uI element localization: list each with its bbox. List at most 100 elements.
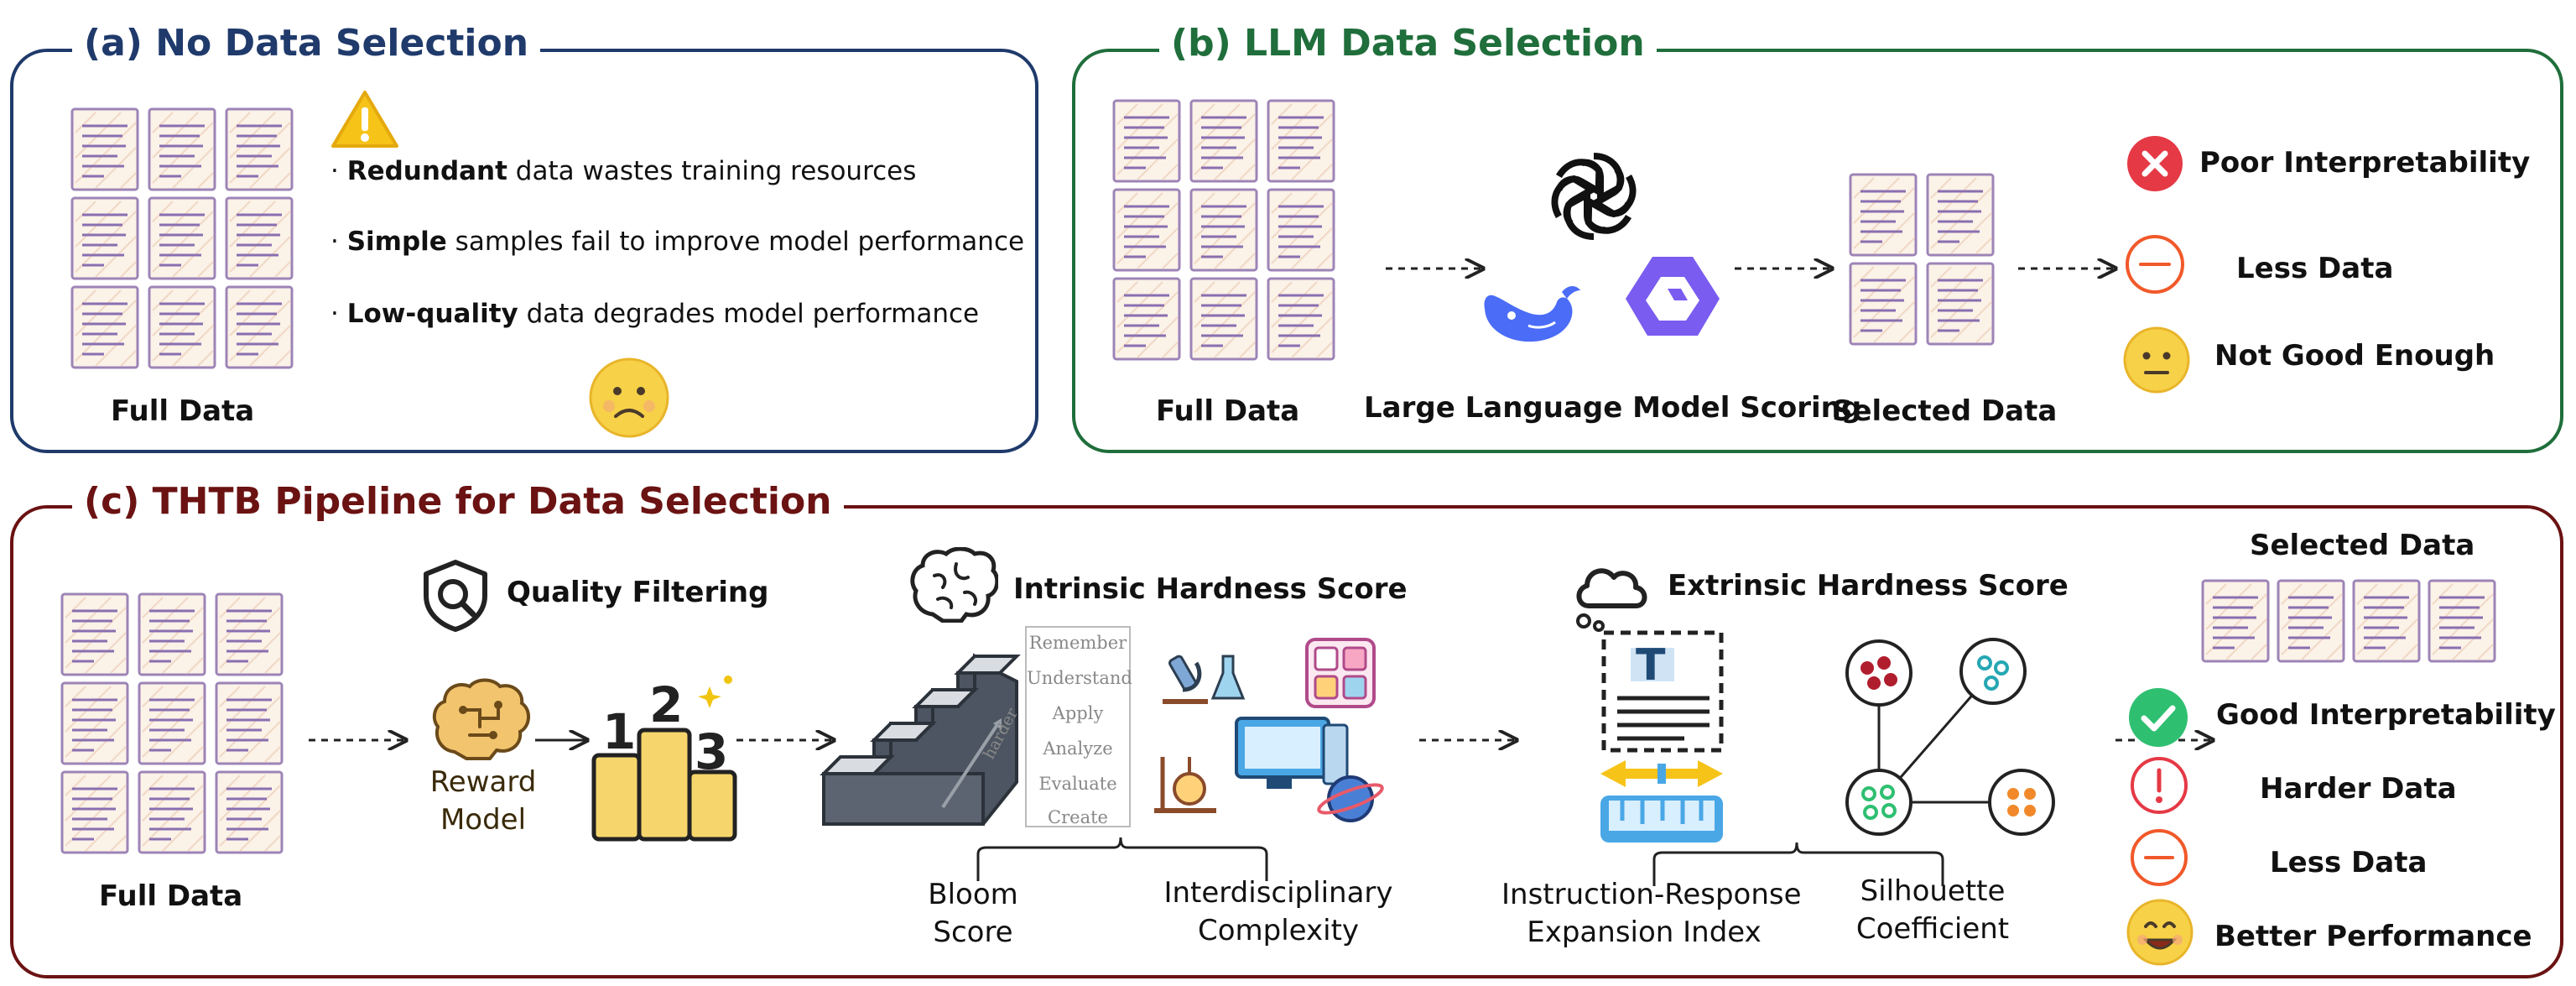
doc-icon: [1267, 277, 1335, 361]
arrow-to-extrinsic: [1419, 730, 1522, 750]
full-data-grid-b: [1112, 99, 1337, 366]
cross-icon: [2127, 136, 2183, 191]
doc-icon: [60, 681, 129, 765]
doc-icon: [70, 285, 139, 369]
panel-c-title: (c) THTB Pipeline for Data Selection: [72, 480, 844, 523]
bloom-level: Analyze: [1043, 738, 1113, 759]
bloom-level: Apply: [1052, 703, 1104, 723]
bullet-low-quality: · Low-quality data degrades model perfor…: [330, 299, 980, 329]
panel-llm-data-selection: [1072, 49, 2563, 453]
doc-icon: [1267, 99, 1335, 183]
minus-icon: [2126, 235, 2184, 294]
podium-rank-2: 2: [649, 676, 683, 733]
doc-icon: [2201, 579, 2270, 663]
panel-a-title: (a) No Data Selection: [72, 22, 541, 65]
llm-scoring-label: Large Language Model Scoring: [1364, 391, 1862, 425]
intrinsic-hardness-title: Intrinsic Hardness Score: [1013, 572, 1408, 606]
bloom-level: Understand: [1027, 668, 1132, 688]
qwen-logo-icon: [1626, 257, 1720, 336]
brain-icon: [432, 678, 530, 760]
full-data-label-b: Full Data: [1156, 394, 1300, 428]
doc-icon: [215, 592, 284, 676]
selected-data-label-b: Selected Data: [1832, 394, 2058, 428]
doc-icon: [225, 285, 294, 369]
doc-icon: [2352, 579, 2421, 663]
quality-filtering-title: Quality Filtering: [507, 576, 769, 609]
doc-icon: [70, 107, 139, 191]
doc-icon: [148, 196, 216, 280]
full-data-grid-a: [70, 107, 295, 374]
bloom-level: Create: [1048, 807, 1108, 827]
happy-face-icon: [2126, 899, 2194, 966]
doc-icon: [2428, 579, 2496, 663]
doc-icon: [70, 196, 139, 280]
doc-icon: [148, 107, 216, 191]
selected-data-grid-b: [1849, 173, 1996, 351]
panel-thtb-pipeline: [10, 505, 2563, 978]
brain-outline-icon: [910, 547, 998, 623]
full-data-label-a: Full Data: [111, 394, 255, 428]
bloom-level: Evaluate: [1038, 774, 1117, 794]
arrow-to-quality: [309, 730, 411, 750]
doc-icon: [1189, 277, 1258, 361]
outcome-better-performance: Better Performance: [2214, 920, 2532, 953]
full-data-label-c: Full Data: [99, 879, 243, 913]
doc-icon: [225, 196, 294, 280]
warning-icon: [331, 91, 398, 148]
openai-logo-icon: [1551, 153, 1637, 240]
extrinsic-hardness-title: Extrinsic Hardness Score: [1668, 569, 2069, 603]
cluster-graph-icon: [1845, 638, 2055, 836]
sad-face-icon: [589, 357, 669, 438]
doc-icon: [138, 681, 206, 765]
doc-icon: [1112, 277, 1181, 361]
arrow-to-selected-b: [1735, 258, 1837, 279]
stairs-icon: [820, 653, 1021, 826]
doc-icon: [60, 770, 129, 854]
outcome-less-data-c: Less Data: [2270, 846, 2428, 879]
arrow-to-outcomes-c: [2115, 730, 2218, 750]
arrow-to-outcomes-b: [2018, 258, 2121, 279]
neutral-face-icon: [2123, 326, 2190, 394]
doc-icon: [215, 770, 284, 854]
doc-icon: [1112, 99, 1181, 183]
arrow-to-intrinsic: [736, 730, 839, 750]
doc-icon: [1926, 173, 1995, 257]
text-expansion-icon: T: [1600, 630, 1724, 843]
doc-icon: [1849, 262, 1918, 346]
bullet-redundant: · Redundant data wastes training resourc…: [330, 156, 917, 186]
doc-icon: [225, 107, 294, 191]
podium-rank-3: 3: [695, 723, 728, 780]
outcome-harder-data: Harder Data: [2260, 772, 2457, 806]
selected-data-label-c: Selected Data: [2250, 529, 2475, 562]
arrow-brain-to-podium: [535, 730, 592, 750]
doc-icon: [215, 681, 284, 765]
doc-icon: [1189, 99, 1258, 183]
doc-icon: [2277, 579, 2345, 663]
bloom-taxonomy-list: Remember Understand Apply Analyze Evalua…: [1025, 626, 1132, 827]
check-icon: [2129, 688, 2188, 747]
doc-icon: [138, 592, 206, 676]
minus-icon: [2131, 829, 2188, 886]
selected-data-row-c: [2201, 579, 2503, 663]
exclamation-icon: [2131, 757, 2188, 814]
outcome-poor-interpretability: Poor Interpretability: [2199, 146, 2531, 180]
podium-icon: 1 2 3: [591, 676, 737, 842]
full-data-grid-c: [60, 592, 285, 859]
outcome-good-interpretability: Good Interpretability: [2216, 698, 2556, 732]
bullet-simple: · Simple samples fail to improve model p…: [330, 227, 1025, 257]
bloom-level: Remember: [1028, 633, 1127, 653]
doc-icon: [1267, 188, 1335, 272]
science-disciplines-icon: [1154, 638, 1384, 822]
podium-rank-1: 1: [602, 703, 636, 760]
doc-icon: [1926, 262, 1995, 346]
shield-search-icon: [424, 560, 487, 632]
outcome-less-data-b: Less Data: [2236, 252, 2394, 285]
panel-b-title: (b) LLM Data Selection: [1159, 22, 1657, 65]
doc-icon: [1189, 188, 1258, 272]
outcome-not-good-enough: Not Good Enough: [2214, 339, 2495, 373]
doc-icon: [60, 592, 129, 676]
